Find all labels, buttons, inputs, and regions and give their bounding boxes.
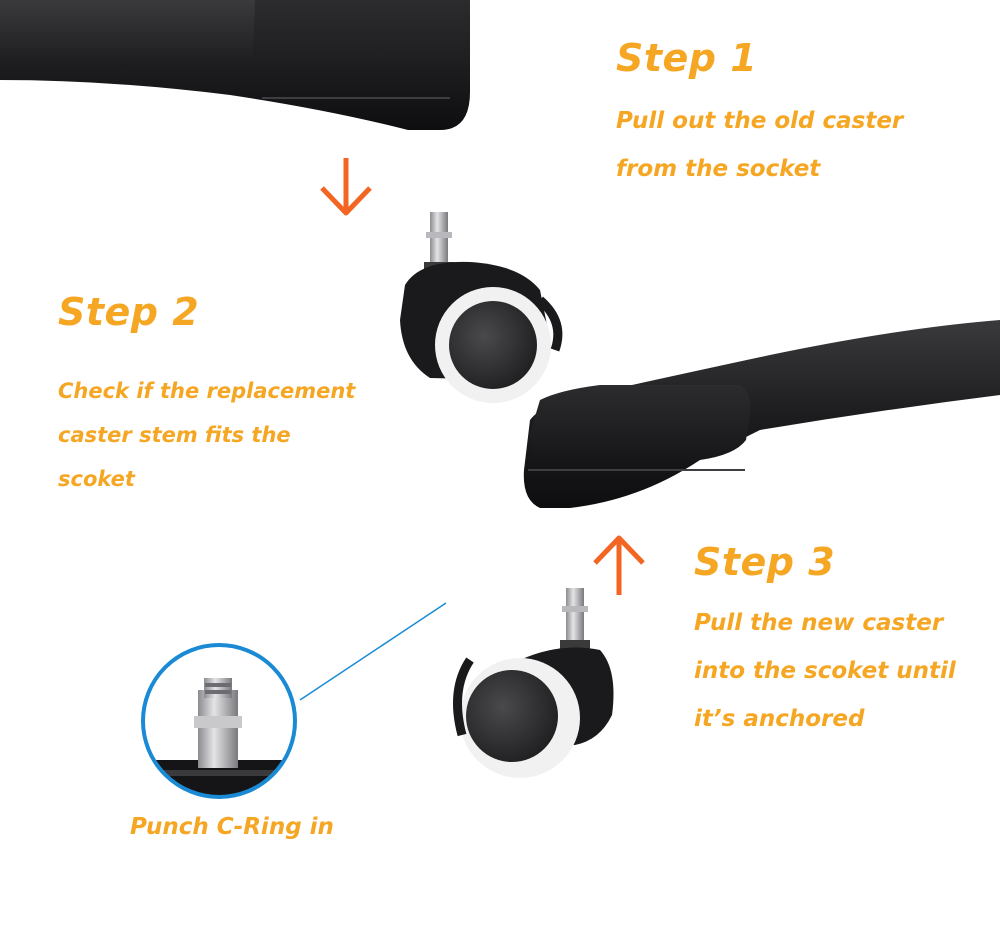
- chair-leg-top: [0, 0, 470, 130]
- c-ring-detail-circle: [141, 643, 297, 799]
- step1-line-1: Pull out the old caster: [616, 108, 904, 134]
- step2-line-1: Check if the replacement: [58, 379, 356, 403]
- step1-title: Step 1: [616, 36, 758, 80]
- new-caster-image: [453, 588, 614, 778]
- step3-line-1: Pull the new caster: [694, 610, 944, 636]
- chair-leg-right: [523, 320, 1000, 508]
- callout-line: [299, 602, 447, 701]
- down-arrow-icon: [320, 158, 372, 216]
- step2-title: Step 2: [58, 290, 200, 334]
- step3-line-3: it’s anchored: [694, 706, 865, 732]
- up-arrow-icon: [593, 535, 645, 595]
- step2-line-2: caster stem fits the: [58, 423, 291, 447]
- old-caster-image: [400, 212, 563, 403]
- step1-line-2: from the socket: [616, 156, 821, 182]
- c-ring-label: Punch C-Ring in: [130, 814, 334, 840]
- step3-title: Step 3: [694, 540, 836, 584]
- step2-line-3: scoket: [58, 467, 135, 491]
- step3-line-2: into the scoket until: [694, 658, 956, 684]
